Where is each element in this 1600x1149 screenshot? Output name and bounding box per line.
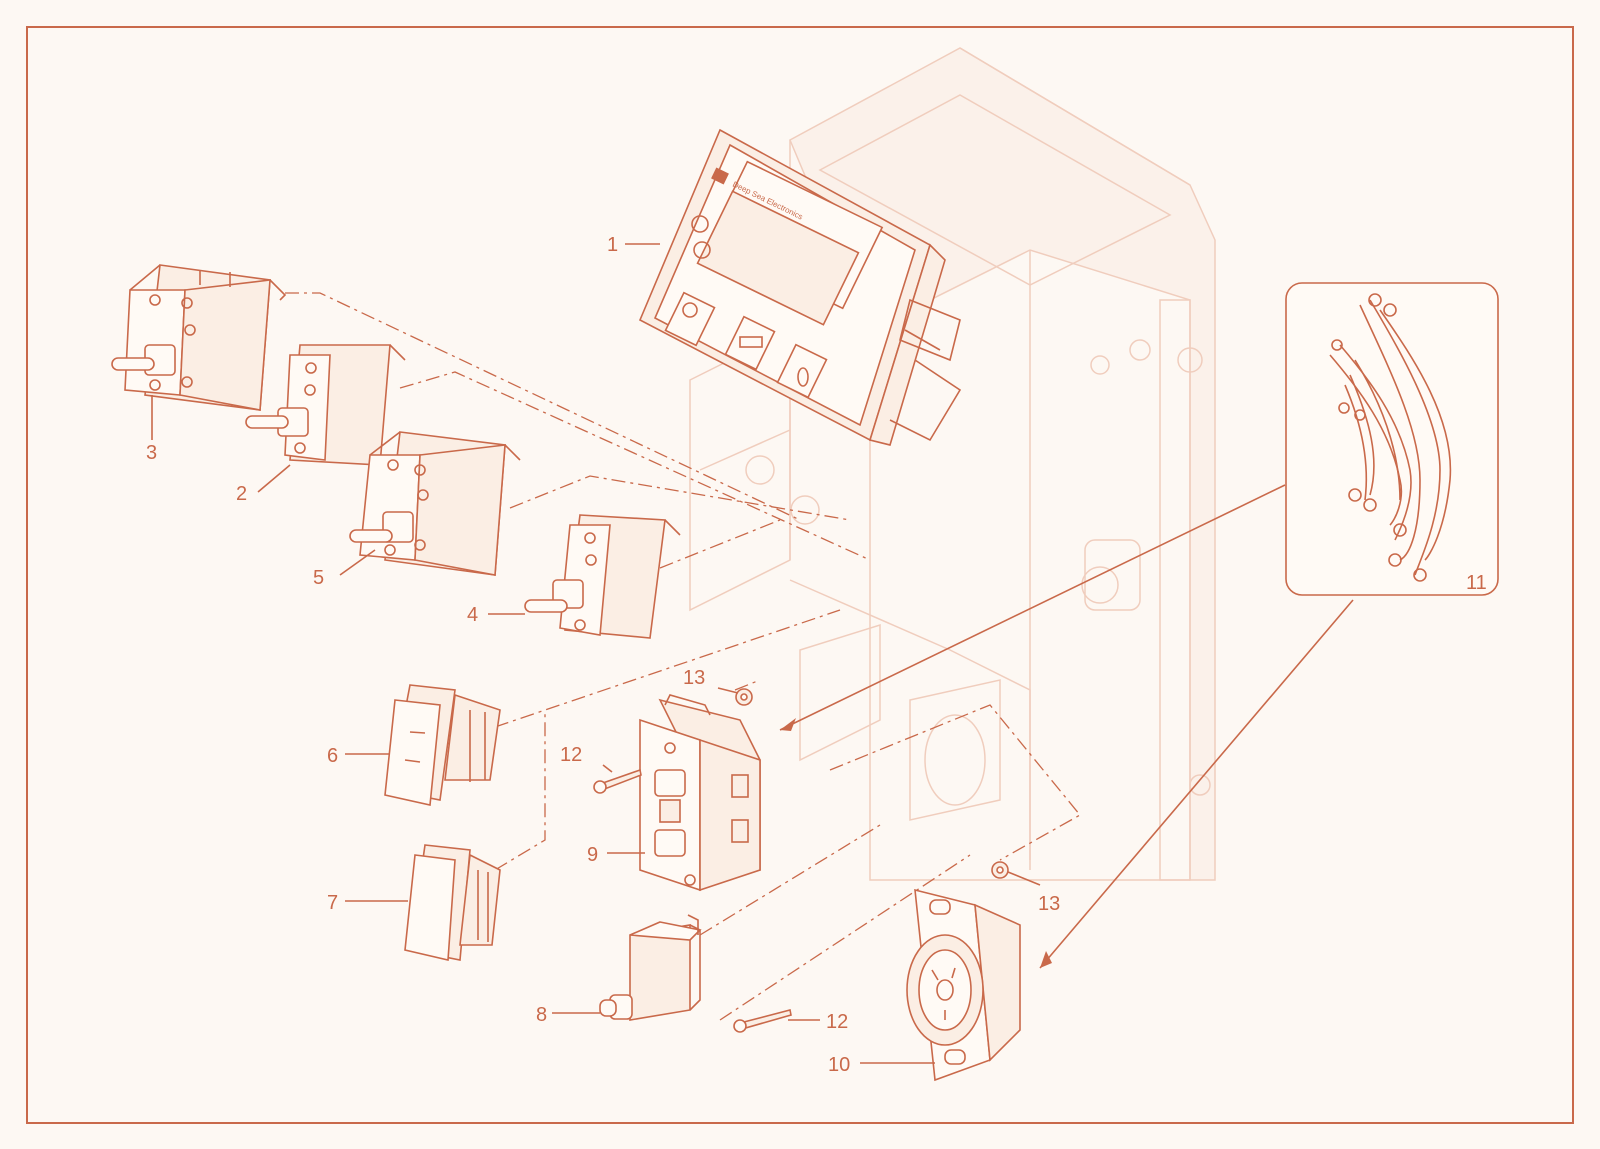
callout-4: 4 bbox=[467, 604, 478, 626]
rocker-switch-7 bbox=[404, 844, 501, 961]
circuit-breaker-4 bbox=[524, 514, 681, 639]
callout-12-lower: 12 bbox=[826, 1011, 848, 1033]
hardware-screws-nuts bbox=[593, 688, 1009, 1033]
callout-13-upper: 13 bbox=[683, 667, 705, 689]
assembly-lines bbox=[285, 292, 1081, 1021]
controller-module: Deep Sea Electronics bbox=[638, 128, 962, 446]
callout-12-upper: 12 bbox=[560, 744, 582, 766]
twist-lock-receptacle bbox=[906, 888, 1021, 1082]
wire-harness-inset bbox=[1285, 282, 1499, 596]
callout-1: 1 bbox=[607, 234, 618, 256]
callout-13-lower: 13 bbox=[1038, 893, 1060, 915]
callout-10: 10 bbox=[828, 1054, 850, 1076]
callout-9: 9 bbox=[587, 844, 598, 866]
callout-8: 8 bbox=[536, 1004, 547, 1026]
diagram-border bbox=[26, 26, 1574, 1124]
rocker-switch-6 bbox=[384, 684, 501, 806]
circuit-breaker-5 bbox=[349, 431, 521, 576]
circuit-breaker-3 bbox=[111, 264, 287, 411]
callout-labels: 1 2 3 4 5 6 7 8 9 10 11 12 12 13 13 bbox=[146, 234, 1487, 1076]
callout-2: 2 bbox=[236, 483, 247, 505]
gfci-receptacle bbox=[639, 694, 761, 892]
callout-6: 6 bbox=[327, 745, 338, 767]
callout-7: 7 bbox=[327, 892, 338, 914]
circuit-breaker-2 bbox=[245, 344, 406, 466]
callout-11: 11 bbox=[1466, 572, 1487, 594]
leader-lines bbox=[151, 243, 1354, 1064]
push-button-breaker bbox=[599, 914, 702, 1021]
callout-5: 5 bbox=[313, 567, 324, 589]
callout-3: 3 bbox=[146, 442, 157, 464]
